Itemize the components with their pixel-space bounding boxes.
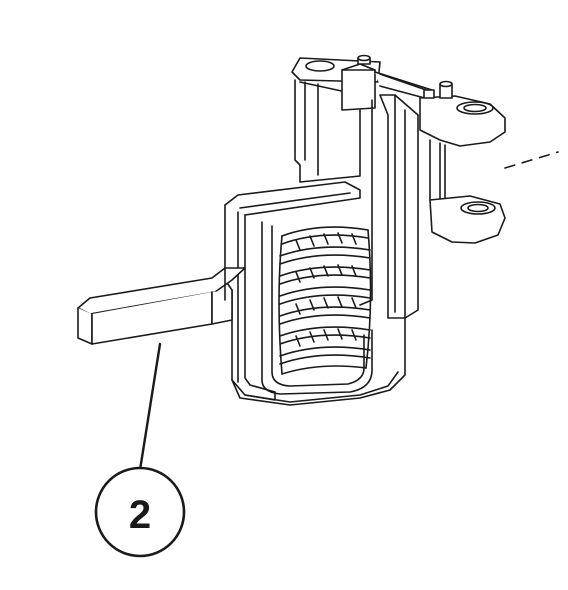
- rear-frame: [291, 54, 433, 319]
- callout-leader: [138, 342, 162, 472]
- right-bracket: [419, 80, 506, 244]
- callout-number: 2: [129, 493, 151, 537]
- coil-spring: [278, 226, 372, 375]
- coil-housing: [224, 181, 406, 406]
- lever-arm: [77, 267, 246, 345]
- callout-circle: [94, 466, 186, 558]
- axis-line: [504, 151, 559, 169]
